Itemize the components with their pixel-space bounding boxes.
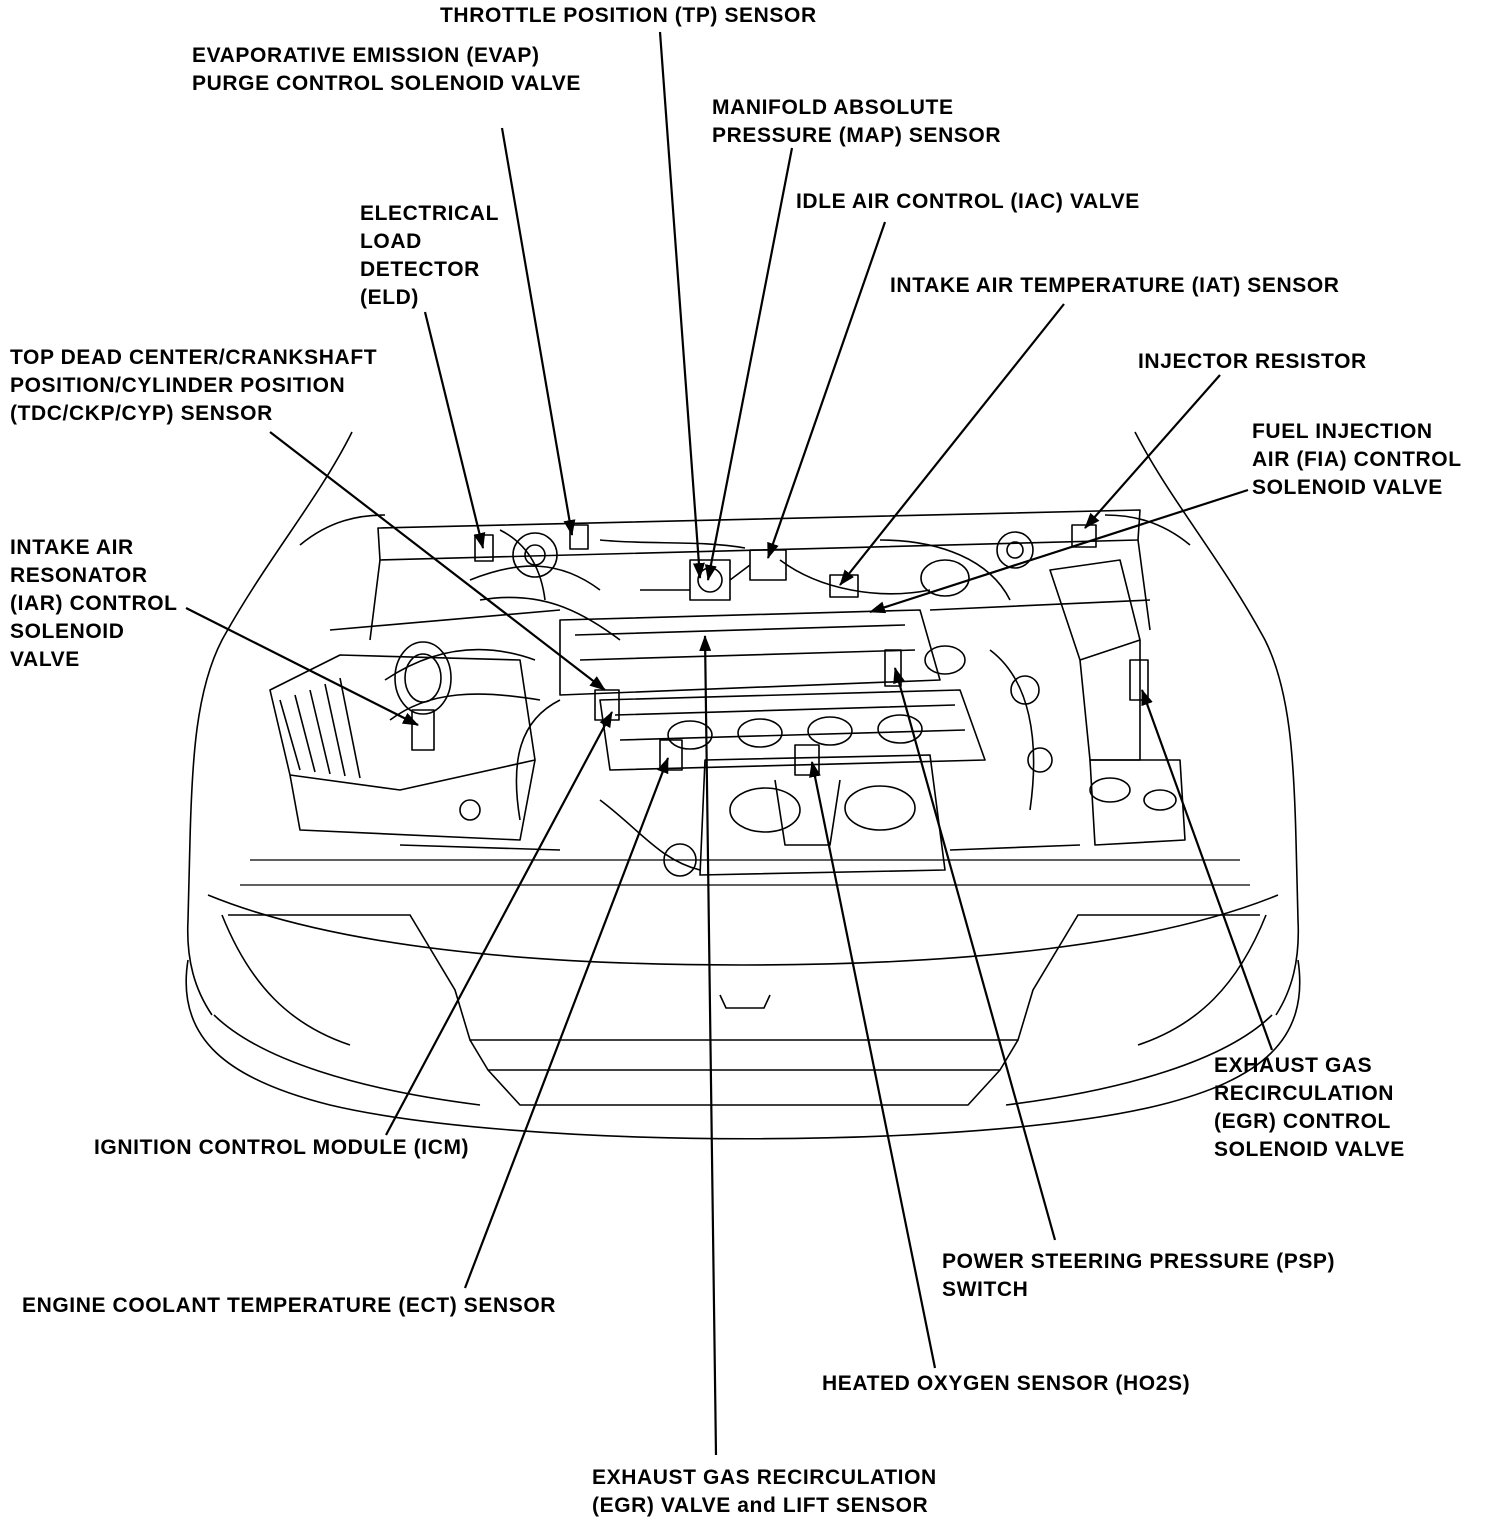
label-icm: IGNITION CONTROL MODULE (ICM)	[94, 1136, 470, 1159]
leader-tp-sensor	[658, 31, 705, 579]
engine-assembly	[269, 509, 1186, 877]
leader-map-sensor	[704, 147, 794, 581]
label-iar-valve: INTAKE AIR RESONATOR (IAR) CONTROL SOLEN…	[10, 536, 178, 671]
leader-egr-valve-lift	[699, 635, 718, 1456]
label-map-sensor: MANIFOLD ABSOLUTE PRESSURE (MAP) SENSOR	[712, 96, 1002, 147]
label-iac-valve: IDLE AIR CONTROL (IAC) VALVE	[796, 190, 1140, 213]
label-egr-valve-lift: EXHAUST GAS RECIRCULATION (EGR) VALVE an…	[592, 1466, 937, 1517]
leader-icm	[385, 711, 613, 1136]
car-body-outline	[185, 431, 1301, 1140]
leader-psp-switch	[893, 667, 1057, 1241]
label-injector-resistor: INJECTOR RESISTOR	[1138, 350, 1367, 373]
leader-lines	[185, 31, 1274, 1456]
leader-fia-valve	[869, 488, 1249, 614]
label-evap-valve: EVAPORATIVE EMISSION (EVAP) PURGE CONTRO…	[192, 44, 581, 95]
label-tp-sensor: THROTTLE POSITION (TP) SENSOR	[440, 4, 817, 27]
label-ho2s: HEATED OXYGEN SENSOR (HO2S)	[822, 1372, 1191, 1395]
label-ect-sensor: ENGINE COOLANT TEMPERATURE (ECT) SENSOR	[22, 1294, 557, 1317]
leader-iar-valve	[185, 607, 419, 726]
leader-ect-sensor	[463, 757, 670, 1289]
label-psp-switch: POWER STEERING PRESSURE (PSP) SWITCH	[942, 1250, 1336, 1301]
label-fia-valve: FUEL INJECTION AIR (FIA) CONTROL SOLENOI…	[1252, 420, 1462, 499]
label-eld: ELECTRICAL LOAD DETECTOR (ELD)	[360, 202, 499, 309]
leader-evap-valve	[500, 127, 576, 536]
leader-egr-control-valve	[1140, 689, 1274, 1051]
label-tdc-ckp-cyp-sensor: TOP DEAD CENTER/CRANKSHAFT POSITION/CYLI…	[10, 346, 378, 425]
label-iat-sensor: INTAKE AIR TEMPERATURE (IAT) SENSOR	[890, 274, 1340, 297]
leader-eld	[423, 311, 486, 549]
leader-iat-sensor	[839, 303, 1065, 586]
leader-ho2s	[809, 761, 937, 1369]
leader-tdc-ckp-cyp-sensor	[269, 431, 606, 691]
leader-injector-resistor	[1084, 374, 1221, 529]
leader-iac-valve	[766, 221, 887, 559]
label-egr-control-valve: EXHAUST GAS RECIRCULATION (EGR) CONTROL …	[1214, 1054, 1405, 1161]
